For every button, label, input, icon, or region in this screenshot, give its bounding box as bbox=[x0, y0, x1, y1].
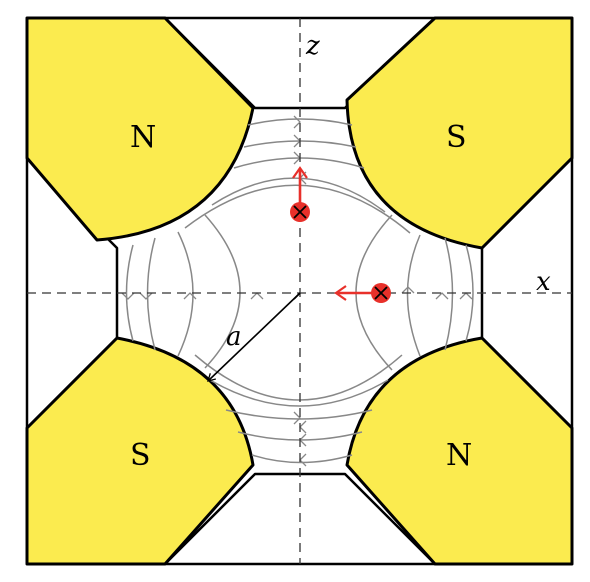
field-line bbox=[406, 234, 421, 357]
field-line bbox=[125, 244, 134, 342]
z-axis-label: z bbox=[305, 31, 320, 61]
x-axis-label: x bbox=[536, 267, 551, 297]
radius-arrow bbox=[207, 292, 301, 382]
field-line bbox=[204, 214, 241, 369]
field-arrow-icon bbox=[401, 286, 415, 294]
pole-label-bottom-right: N bbox=[446, 438, 472, 473]
pole-top-right bbox=[345, 16, 574, 250]
field-line bbox=[209, 379, 389, 407]
field-arrow-icon bbox=[250, 292, 264, 300]
field-line bbox=[465, 244, 474, 342]
field-line bbox=[251, 454, 353, 464]
pole-bottom-right bbox=[345, 336, 574, 566]
field-arrow-icon bbox=[139, 292, 153, 300]
field-line bbox=[444, 237, 454, 351]
field-arrow-icon bbox=[293, 115, 301, 129]
pole-top-left bbox=[25, 16, 255, 242]
field-arrow-icon bbox=[435, 292, 449, 300]
pole-label-bottom-left: S bbox=[130, 438, 151, 473]
particle-right bbox=[334, 283, 391, 303]
field-line bbox=[194, 354, 403, 401]
field-arrow-icon bbox=[121, 292, 135, 300]
field-arrow-icon bbox=[183, 292, 197, 300]
pole-pieces bbox=[25, 16, 574, 566]
pole-label-top-right: S bbox=[446, 120, 467, 155]
radius-label: a bbox=[226, 322, 242, 352]
field-arrow-icon bbox=[299, 420, 307, 434]
field-line bbox=[247, 118, 353, 126]
field-arrow-icon bbox=[299, 453, 307, 467]
pole-label-top-left: N bbox=[130, 120, 156, 155]
field-arrow-icon bbox=[459, 292, 473, 300]
particle-top bbox=[290, 166, 310, 222]
field-arrow-icon bbox=[293, 411, 301, 425]
